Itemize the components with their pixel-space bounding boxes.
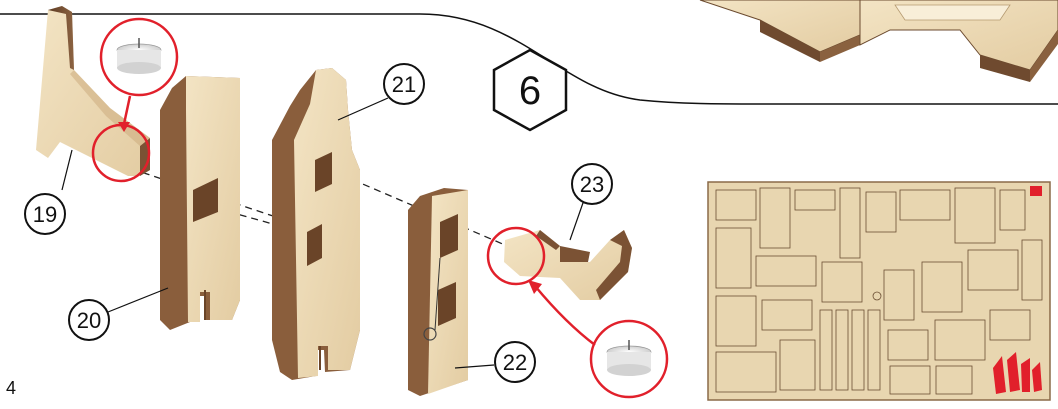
- part-23: [504, 230, 632, 300]
- step-number: 6: [519, 69, 541, 113]
- page-number: 4: [6, 378, 16, 399]
- part-20: [160, 76, 240, 330]
- cut-sheet-thumbnail: [708, 182, 1050, 400]
- previous-assembly-fragment: [700, 0, 1058, 82]
- part-label-22: 22: [503, 350, 527, 375]
- part-21: [272, 68, 360, 380]
- part-label-19: 19: [33, 202, 57, 227]
- part-label-20: 20: [77, 308, 101, 333]
- part-label-21: 21: [392, 72, 416, 97]
- callout-21: 21: [338, 64, 424, 120]
- callout-20: 20: [69, 288, 168, 340]
- step-badge: 6: [494, 50, 566, 130]
- part-label-23: 23: [580, 172, 604, 197]
- part-22: [408, 188, 468, 396]
- callout-23: 23: [570, 164, 612, 240]
- callout-19: 19: [25, 150, 72, 234]
